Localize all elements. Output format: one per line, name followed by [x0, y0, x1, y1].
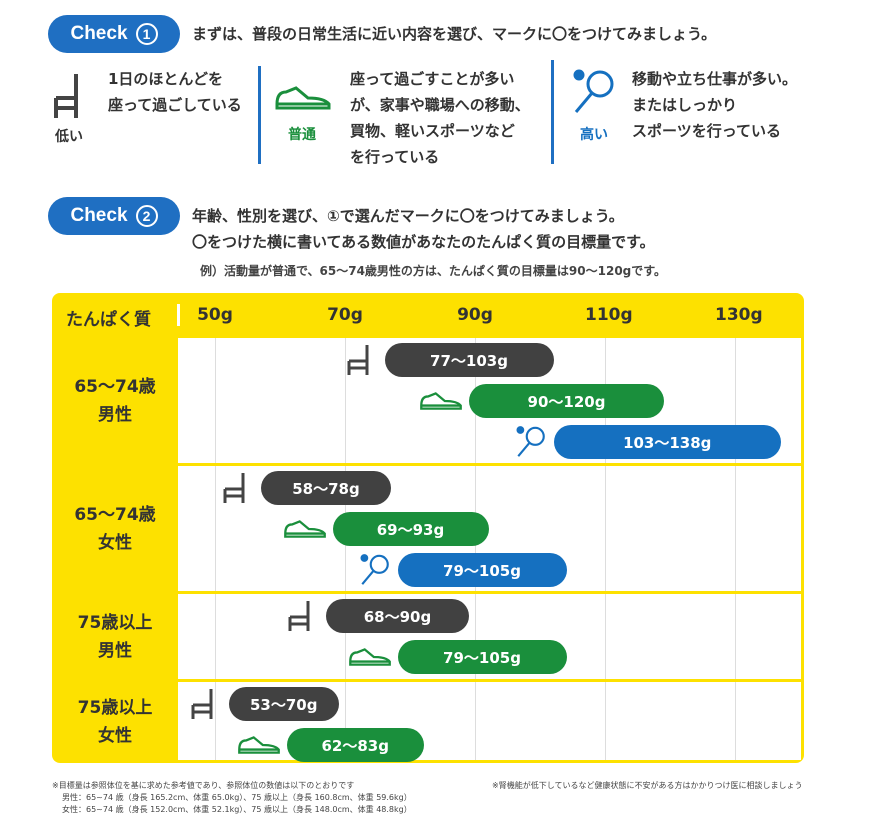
gridline — [735, 338, 736, 760]
footnote-left: ※目標量は参照体位を基に求めた参考値であり、参照体位の数値は以下のとおりです男性… — [52, 781, 412, 814]
tennis-racket-icon — [572, 68, 616, 120]
check1-instruction: まずは、普段の日常生活に近い内容を選び、マークに〇をつけてみましょう。 — [192, 25, 717, 43]
sneaker-icon — [283, 518, 327, 544]
check1-badge: Check 1 — [48, 15, 180, 53]
check-number: 1 — [135, 23, 158, 45]
check-number: 2 — [135, 205, 158, 227]
sneaker-icon — [419, 390, 463, 416]
tennis-racket-icon — [514, 425, 548, 463]
chart-title: たんぱく質 — [66, 310, 151, 330]
range-bar-normal: 90～120g — [469, 384, 664, 418]
range-bar-normal: 62～83g — [287, 728, 424, 762]
sneaker-icon — [274, 84, 332, 116]
gridline — [215, 338, 216, 760]
range-bar-high: 103～138g — [553, 425, 781, 459]
group-label: 65～74歳女性 — [52, 466, 178, 591]
chair-icon — [345, 343, 375, 381]
x-tick-label: 130g — [715, 305, 763, 325]
group-separator — [55, 591, 801, 594]
level-high-label: 高い — [580, 127, 608, 143]
level-normal-desc: 座って過ごすことが多いが、家事や職場への移動、買物、軽いスポーツなどを行っている — [350, 70, 530, 166]
footnote-right: ※腎機能が低下しているなど健康状態に不安がある方はかかりつけ医に相談しましょう — [492, 781, 803, 790]
check-label: Check — [70, 205, 128, 226]
range-bar-high: 79～105g — [397, 553, 567, 587]
header-divider — [177, 304, 180, 326]
range-bar-low: 68～90g — [326, 599, 469, 633]
group-label-line: 65～74歳 — [74, 504, 156, 525]
group-label: 75歳以上男性 — [52, 594, 178, 679]
tennis-racket-icon — [358, 553, 392, 591]
x-tick-label: 110g — [585, 305, 633, 325]
check-label: Check — [70, 23, 128, 44]
range-bar-low: 58～78g — [261, 471, 391, 505]
group-separator — [55, 463, 801, 466]
group-label-line: 65～74歳 — [74, 376, 156, 397]
gridline — [475, 338, 476, 760]
divider — [551, 60, 554, 164]
divider — [258, 66, 261, 164]
range-bar-low: 77～103g — [384, 343, 554, 377]
chair-icon — [189, 687, 219, 725]
sneaker-icon — [237, 734, 281, 760]
level-low-desc: 1日のほとんどを座って過ごしている — [108, 70, 242, 114]
range-bar-normal: 79～105g — [397, 640, 567, 674]
x-tick-label: 50g — [197, 305, 233, 325]
group-label: 75歳以上女性 — [52, 682, 178, 762]
x-tick-label: 90g — [457, 305, 493, 325]
sneaker-icon — [348, 646, 392, 672]
chair-icon — [52, 72, 86, 124]
group-label-line: 女性 — [98, 532, 132, 553]
group-separator — [55, 679, 801, 682]
group-label-line: 75歳以上 — [77, 612, 153, 633]
range-bar-low: 53～70g — [228, 687, 339, 721]
group-label-line: 75歳以上 — [77, 698, 153, 718]
gridline — [345, 338, 346, 760]
level-normal-label: 普通 — [288, 127, 316, 143]
group-label-line: 男性 — [98, 640, 132, 661]
chair-icon — [286, 599, 316, 637]
check2-instruction: 年齢、性別を選び、①で選んだマークに〇をつけてみましょう。〇をつけた横に書いてあ… — [192, 207, 655, 251]
level-high-desc: 移動や立ち仕事が多い。またはしっかりスポーツを行っている — [632, 70, 798, 140]
x-tick-label: 70g — [327, 305, 363, 325]
group-label-line: 男性 — [98, 404, 132, 425]
example-text: 例）活動量が普通で、65～74歳男性の方は、たんぱく質の目標量は90～120gで… — [200, 264, 667, 278]
range-bar-normal: 69～93g — [332, 512, 489, 546]
level-low-label: 低い — [55, 129, 83, 145]
group-label-line: 女性 — [98, 726, 132, 746]
group-label: 65～74歳男性 — [52, 338, 178, 463]
check2-badge: Check 2 — [48, 197, 180, 235]
chair-icon — [221, 471, 251, 509]
gridline — [605, 338, 606, 760]
